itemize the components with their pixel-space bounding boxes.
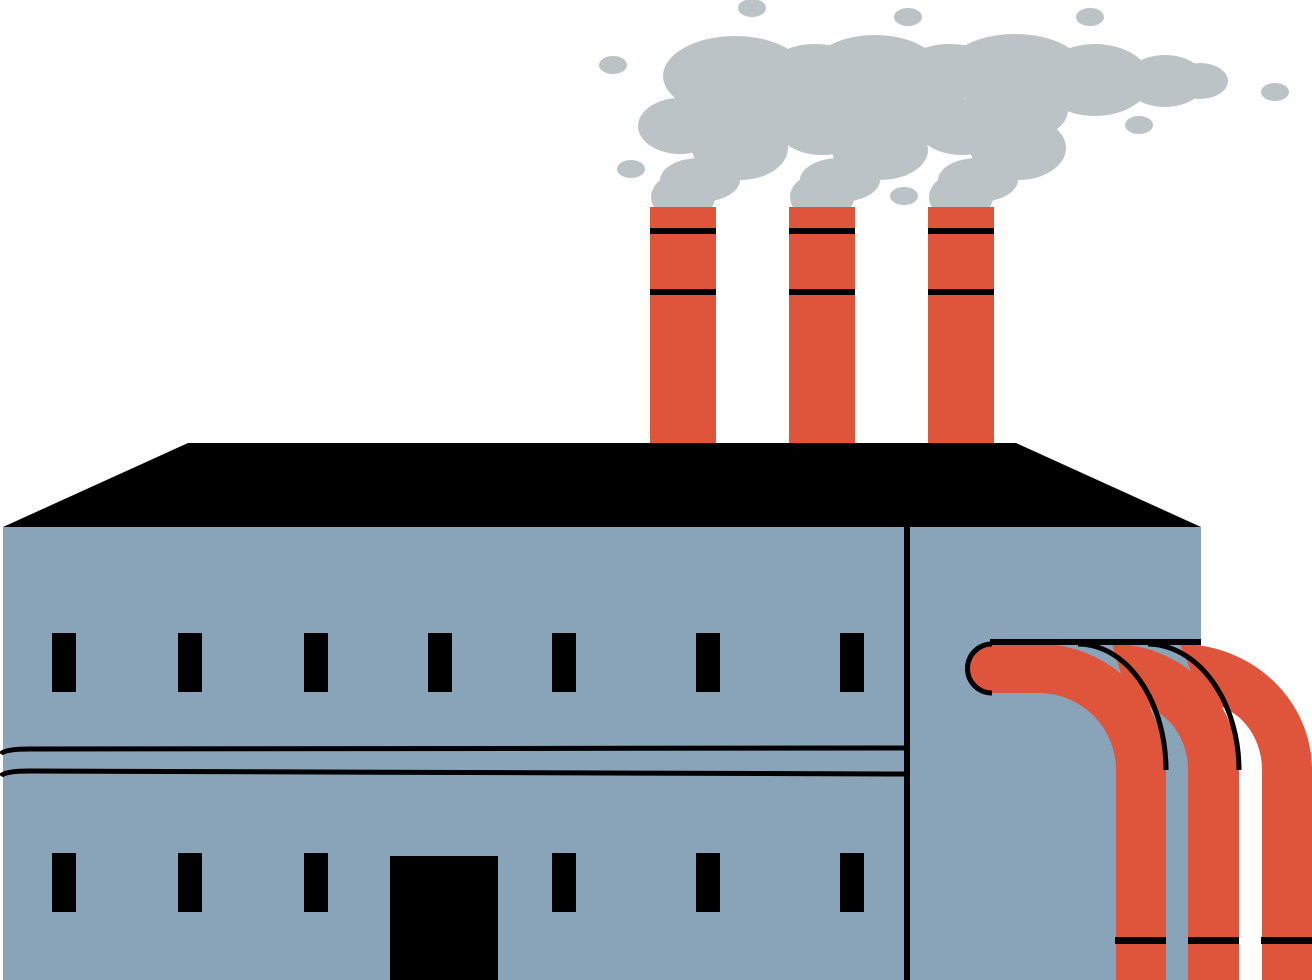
wall-trim — [0, 745, 907, 778]
window — [840, 633, 864, 692]
pipe-1 — [965, 641, 1169, 980]
pipe-top-line — [990, 639, 1201, 645]
window — [696, 853, 720, 912]
lower-windows — [52, 853, 864, 912]
factory-roof — [3, 443, 1201, 527]
smoke-cloud — [599, 0, 1289, 221]
window — [552, 633, 576, 692]
chimney-3 — [928, 207, 994, 447]
window — [52, 633, 76, 692]
window — [304, 633, 328, 692]
window — [178, 633, 202, 692]
wall-seam — [904, 527, 910, 980]
factory-door — [390, 856, 498, 980]
pipe-2 — [1112, 641, 1242, 980]
chimney-1 — [650, 207, 716, 447]
window — [552, 853, 576, 912]
window — [52, 853, 76, 912]
factory-wall — [3, 527, 1201, 980]
upper-windows — [52, 633, 864, 692]
window — [178, 853, 202, 912]
pipe-3 — [1180, 644, 1312, 980]
window — [840, 853, 864, 912]
window — [304, 853, 328, 912]
window — [696, 633, 720, 692]
chimney-2 — [789, 207, 855, 447]
window — [428, 633, 452, 692]
